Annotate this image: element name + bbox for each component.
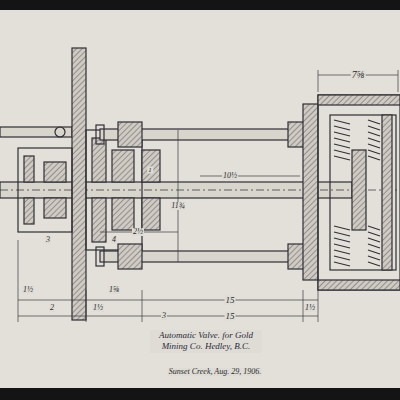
spring-coil: [368, 150, 380, 154]
valve-outline: [44, 162, 66, 182]
spring-coil: [368, 126, 380, 130]
spring-coil: [368, 226, 380, 230]
dimension-label: 11¾: [170, 202, 185, 210]
valve-outline: [318, 280, 400, 290]
dimension-label: 1½: [22, 286, 34, 294]
spring-coil: [334, 126, 350, 130]
spring-coil: [334, 256, 350, 260]
spring-coil: [368, 144, 380, 148]
valve-outline: [142, 198, 160, 230]
valve-outline: [142, 150, 160, 182]
valve-outline: [18, 148, 72, 232]
dimension-lines: [86, 290, 87, 322]
spring-coil: [334, 138, 350, 142]
spring-coil: [334, 132, 350, 136]
valve-outline: [55, 127, 65, 137]
valve-outline: [352, 150, 366, 230]
dimension-lines: [18, 300, 318, 301]
spring-coil: [334, 156, 350, 160]
spring-coil: [368, 156, 380, 160]
dimension-label: 1: [147, 167, 153, 174]
dimension-lines: [18, 240, 19, 322]
dimension-label: 15: [225, 296, 236, 305]
valve-outline: [330, 115, 396, 270]
valve-outline: [318, 95, 400, 290]
valve-outline: [118, 244, 142, 269]
dimension-lines: [142, 290, 143, 322]
dimension-label: 3: [45, 236, 51, 244]
dimension-label: 4: [111, 236, 117, 244]
spring-coil: [334, 144, 350, 148]
valve-outline: [118, 122, 142, 147]
dimension-label: 2½: [132, 228, 144, 236]
spring-coil: [334, 120, 380, 266]
valve-outline: [0, 190, 400, 191]
valve-outline: [112, 198, 134, 230]
valve-outline: [92, 198, 106, 242]
dimension-lines: [178, 130, 179, 262]
valve-outline: [382, 115, 392, 270]
valve-outline: [0, 127, 72, 137]
dimension-label: 3: [161, 312, 167, 320]
valve-outline: [303, 104, 318, 280]
valve-outline: [92, 138, 106, 182]
spring-coil: [368, 256, 380, 260]
valve-outline: [24, 156, 34, 182]
dimension-label: 1⅝: [108, 286, 120, 294]
sheet-edges: [0, 10, 400, 388]
sheet-edges: [0, 0, 400, 10]
dimension-lines: [18, 70, 398, 322]
spring-coil: [368, 132, 380, 136]
dimension-lines: [18, 316, 318, 317]
spring-coil: [368, 238, 380, 242]
valve-outline: [24, 198, 34, 224]
valve-outline: [44, 198, 66, 218]
dimension-lines: [318, 290, 319, 322]
spring-coil: [334, 250, 350, 254]
title-note: Automatic Valve. for Gold Mining Co. Hed…: [150, 330, 262, 353]
date-note: Sunset Creek, Aug. 29, 1906.: [168, 368, 262, 376]
dimension-label: 7⅝: [351, 70, 366, 80]
dimension-lines: [398, 70, 399, 92]
spring-coil: [334, 262, 350, 266]
spring-coil: [334, 244, 350, 248]
valve-outline: [318, 95, 400, 105]
spring-coil: [334, 232, 350, 236]
sheet-edges: [0, 388, 400, 400]
spring-coil: [334, 238, 350, 242]
spring-coil: [368, 262, 380, 266]
spring-coil: [334, 150, 350, 154]
valve-outline: [96, 125, 104, 144]
dimension-label: 10½: [222, 172, 238, 180]
dimension-label: 15: [225, 312, 236, 321]
spring-coil: [368, 138, 380, 142]
dimension-label: 1½: [304, 304, 316, 312]
spring-coil: [368, 120, 380, 124]
dimension-label: 1½: [92, 304, 104, 312]
valve-outline: [112, 150, 134, 182]
valve-outline: [96, 247, 104, 266]
valve-outline: [72, 48, 86, 320]
spring-coil: [334, 226, 350, 230]
spring-coil: [334, 120, 350, 124]
dimension-lines: [318, 70, 319, 92]
valve-outline: [0, 48, 400, 320]
spring-coil: [368, 250, 380, 254]
dimension-label: 2: [49, 304, 55, 312]
spring-coil: [368, 232, 380, 236]
spring-coil: [368, 244, 380, 248]
dimension-lines: [200, 176, 300, 177]
